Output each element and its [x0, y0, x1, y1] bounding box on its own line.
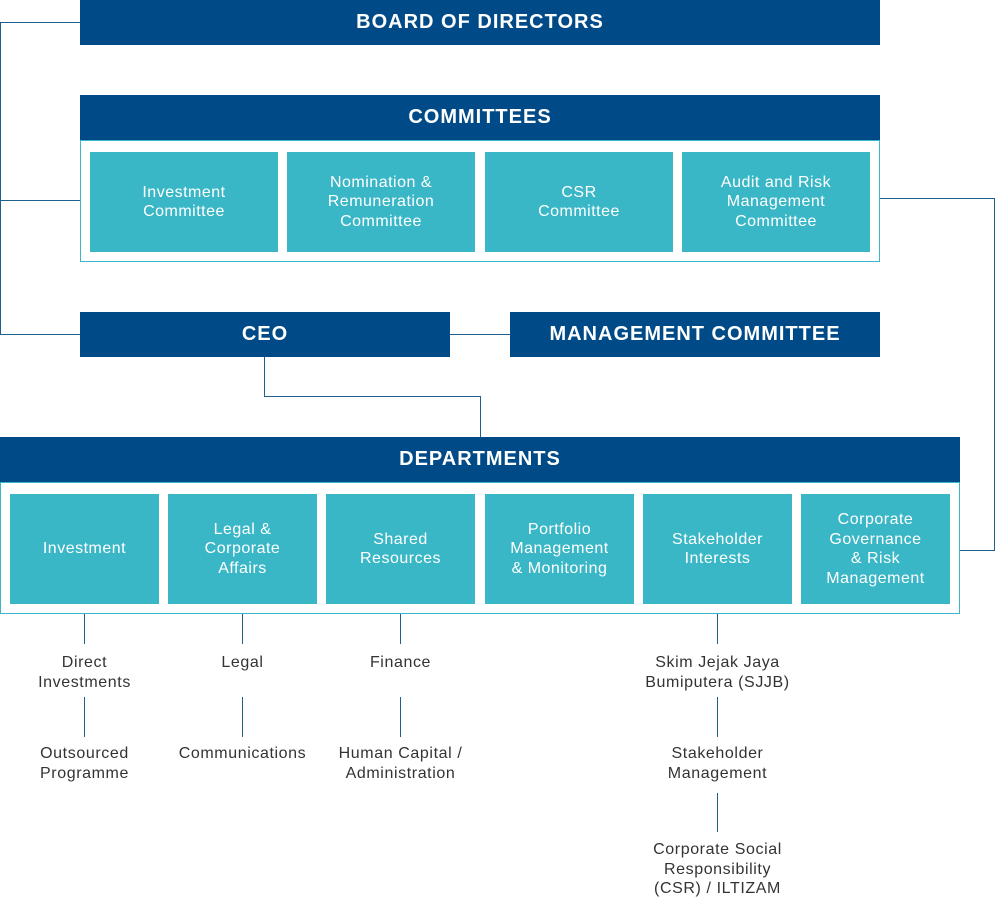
department-portfolio-management: Portfolio Management & Monitoring [485, 494, 634, 604]
committee-csr: CSR Committee [485, 152, 673, 252]
department-stakeholder-interests: Stakeholder Interests [643, 494, 792, 604]
sub-corporate-social-responsibility: Corporate Social Responsibility (CSR) / … [653, 841, 782, 897]
connector-ceo-departments [264, 357, 481, 437]
sub-skim-jejak-jaya-bumiputera: Skim Jejak Jaya Bumiputera (SJJB) [645, 654, 790, 691]
sub-finance: Finance [369, 654, 432, 671]
sub-stakeholder-management: Stakeholder Management [667, 745, 768, 782]
department-investment: Investment [10, 494, 159, 604]
sub-outsourced-programme: Outsourced Programme [40, 745, 129, 782]
committee-investment: Investment Committee [90, 152, 278, 252]
connector-board-ceo [0, 22, 80, 335]
committee-nomination-remuneration: Nomination & Remuneration Committee [287, 152, 475, 252]
sub-human-capital-administration: Human Capital / Administration [338, 745, 463, 782]
sub-communications: Communications [178, 745, 307, 762]
ceo-header: CEO [80, 312, 450, 357]
sub-legal: Legal [221, 654, 264, 671]
management-committee-header: MANAGEMENT COMMITTEE [510, 312, 880, 357]
committees-header: COMMITTEES [80, 95, 880, 140]
board-of-directors-header: BOARD OF DIRECTORS [80, 0, 880, 45]
sub-direct-investments: Direct Investments [38, 654, 131, 691]
departments-frame [0, 482, 960, 614]
committee-audit-risk: Audit and Risk Management Committee [682, 152, 870, 252]
department-legal-corporate-affairs: Legal & Corporate Affairs [168, 494, 317, 604]
departments-header: DEPARTMENTS [0, 437, 960, 482]
department-shared-resources: Shared Resources [326, 494, 475, 604]
department-corporate-governance-risk: Corporate Governance & Risk Management [801, 494, 950, 604]
